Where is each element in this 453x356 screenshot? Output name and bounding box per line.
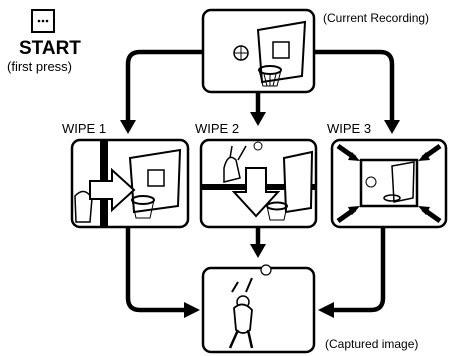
flow-arrows xyxy=(125,49,395,313)
wipe-2-frame xyxy=(199,138,318,229)
start-note: (first press) xyxy=(7,59,72,74)
arrow-wipe-3-to-captured xyxy=(332,227,386,313)
start-label: START xyxy=(19,38,81,59)
start-button-icon[interactable] xyxy=(31,9,55,33)
captured-image-caption: (Captured image) xyxy=(325,337,419,351)
arrow-wipe-1-to-captured xyxy=(125,227,186,313)
wipe-3-label: WIPE 3 xyxy=(327,121,372,136)
wipe-2-label: WIPE 2 xyxy=(195,121,240,136)
wipe-1-frame xyxy=(70,138,190,229)
wipe-3-frame xyxy=(330,138,448,229)
wipe-1-label: WIPE 1 xyxy=(62,121,107,136)
arrow-to-wipe-1 xyxy=(125,49,203,122)
arrowheads xyxy=(120,112,400,318)
current-recording-caption: (Current Recording) xyxy=(323,11,430,25)
captured-image-frame xyxy=(201,264,316,354)
arrow-to-wipe-3 xyxy=(314,49,395,122)
current-recording-frame xyxy=(201,8,316,94)
